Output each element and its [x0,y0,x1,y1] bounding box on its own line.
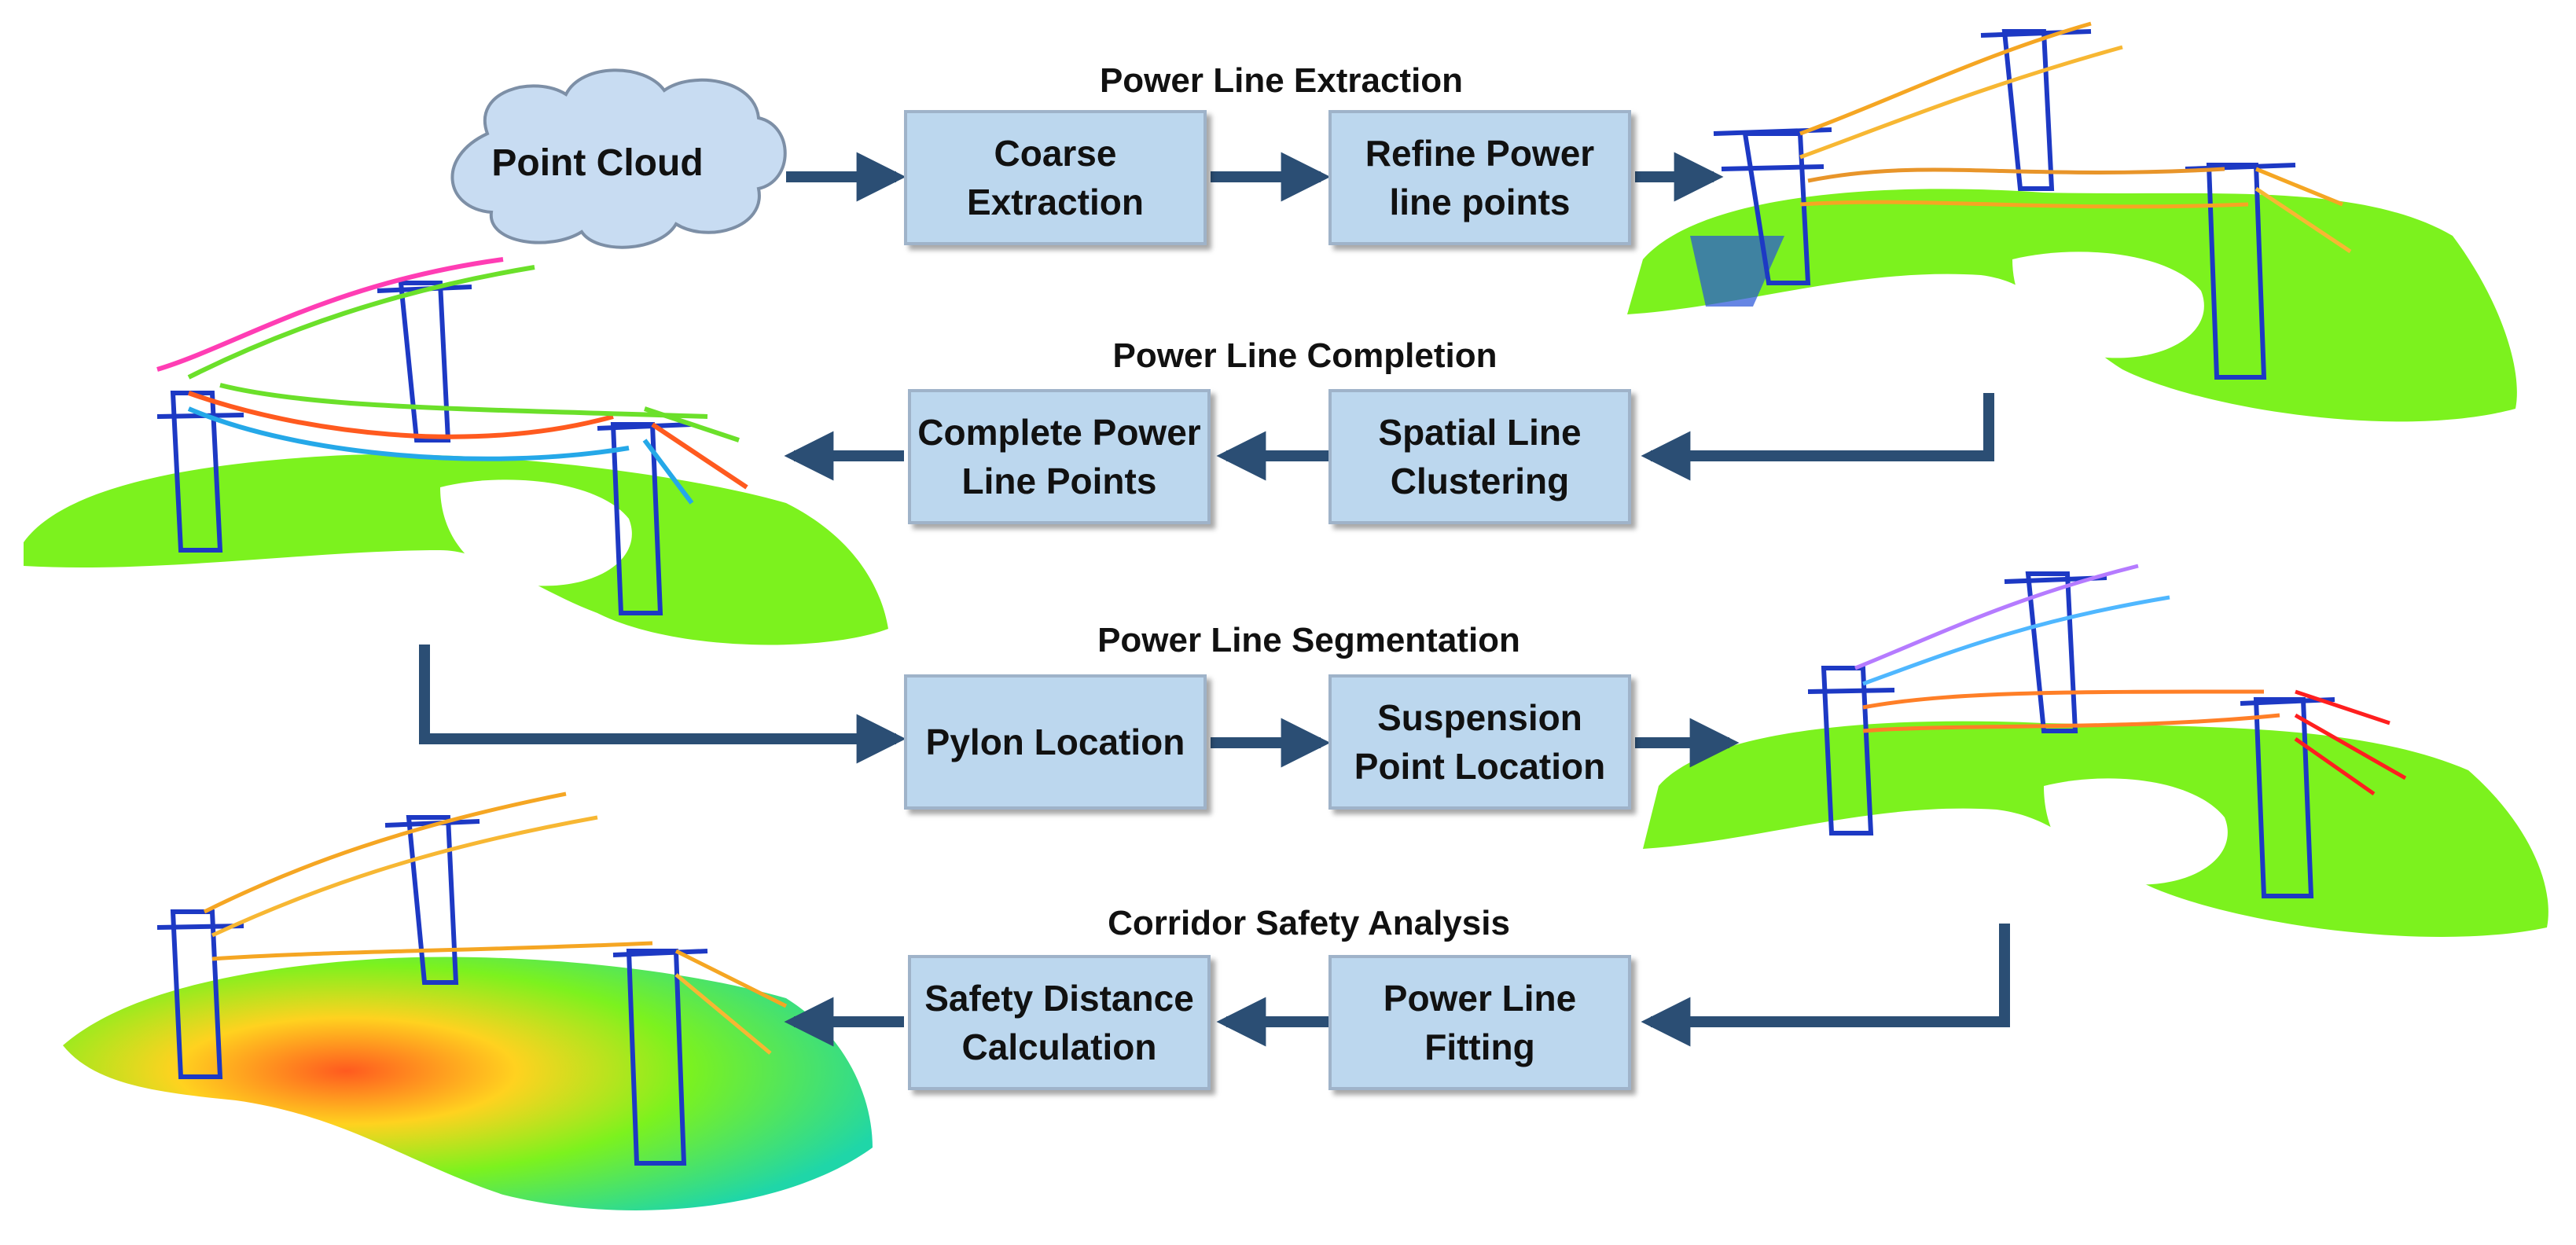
point-cloud-label: Point Cloud [491,142,704,184]
spatial-line-clustering-label: Spatial Line Clustering [1378,412,1582,501]
power-line-fitting-label: Power Line Fitting [1383,978,1577,1067]
arrow-scene3-to-fitting [1641,924,2010,1047]
spatial-line-clustering-box: Spatial Line Clustering [1328,389,1631,524]
stage-title-safety: Corridor Safety Analysis [1108,904,1510,942]
stage-title-completion: Power Line Completion [1112,336,1497,375]
complete-power-line-points-label: Complete Power Line Points [917,412,1201,501]
pylon-location-box: Pylon Location [904,674,1207,810]
complete-power-line-points-box: Complete Power Line Points [908,389,1211,524]
point-cloud-cloud-icon [450,68,787,249]
coarse-extraction-label: Coarse Extraction [967,133,1144,222]
refine-power-line-points-box: Refine Power line points [1328,110,1631,245]
flow-arrows [419,152,2010,1047]
suspension-point-location-box: Suspension Point Location [1328,674,1631,810]
power-line-fitting-box: Power Line Fitting [1328,955,1631,1090]
suspension-point-location-label: Suspension Point Location [1354,697,1606,787]
completed-power-lines-scene [24,257,888,645]
pylon-location-label: Pylon Location [925,722,1185,762]
coarse-extraction-box: Coarse Extraction [904,110,1207,245]
stage-title-extraction: Power Line Extraction [1099,61,1464,100]
stage-title-segmentation: Power Line Segmentation [1097,621,1520,659]
extracted-power-lines-scene [1627,21,2517,422]
refine-power-line-points-label: Refine Power line points [1365,133,1595,222]
arrow-scene1-to-clustering [1641,393,1994,481]
arrow-scene2-to-pylon [419,645,906,764]
segmented-power-lines-scene [1643,564,2548,937]
safety-distance-calculation-label: Safety Distance Calculation [924,978,1194,1067]
corridor-safety-scene [63,791,873,1210]
safety-distance-calculation-box: Safety Distance Calculation [908,955,1211,1090]
